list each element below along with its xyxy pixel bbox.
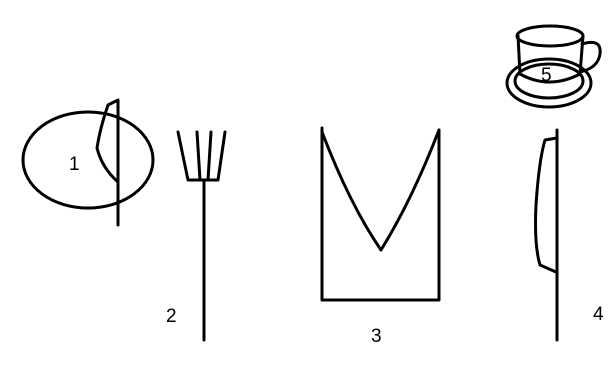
cup-and-saucer-icon: 5 (507, 26, 600, 107)
cup-rim (517, 26, 583, 46)
knife-blade (536, 138, 558, 272)
knife-icon: 4 (536, 130, 605, 340)
fork-tine (208, 132, 211, 180)
item-number-3: 3 (371, 326, 382, 347)
item-number-2: 2 (166, 306, 177, 327)
napkin-fold (322, 130, 439, 250)
fork-head (178, 132, 225, 180)
plate-outline (23, 112, 153, 208)
folded-napkin-icon: 3 (322, 128, 439, 347)
fork-tine (197, 132, 200, 180)
item-number-5: 5 (541, 65, 552, 86)
plate-with-napkin-icon: 1 (23, 100, 153, 225)
item-number-4: 4 (593, 304, 604, 325)
item-number-1: 1 (69, 154, 80, 175)
fork-icon: 2 (166, 132, 225, 340)
napkin-frame (322, 128, 439, 300)
